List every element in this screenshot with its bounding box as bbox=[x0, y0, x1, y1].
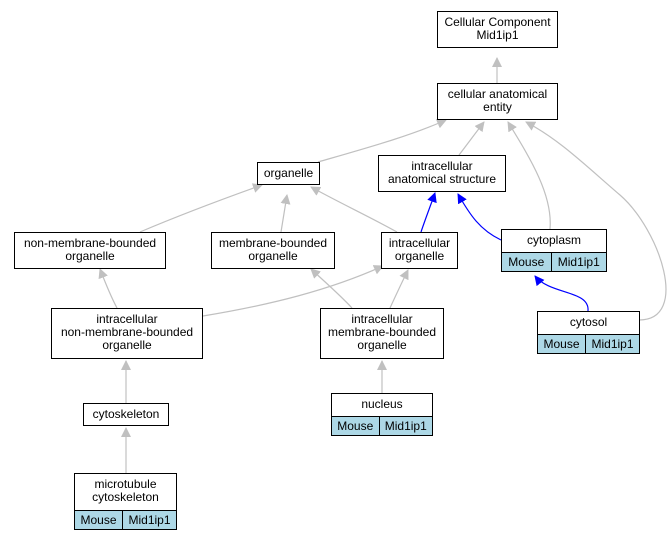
node-cytoskeleton[interactable]: cytoskeleton bbox=[83, 403, 169, 426]
node-non-membrane-bounded-organelle[interactable]: non-membrane-bounded organelle bbox=[14, 232, 166, 269]
edge-imbo-to-io bbox=[389, 269, 409, 309]
node-label-line1: cellular anatomical bbox=[447, 87, 548, 101]
edge-inmbo-to-io bbox=[202, 265, 384, 317]
node-label-line2: anatomical structure bbox=[387, 172, 497, 186]
annotation-row: Mouse Mid1ip1 bbox=[501, 252, 607, 272]
node-label-line2: membrane-bounded bbox=[327, 325, 437, 339]
edge-io-to-ias bbox=[420, 192, 437, 233]
node-label-line1: intracellular bbox=[96, 312, 158, 326]
node-label-line1: cytosol bbox=[569, 315, 608, 329]
annotation-row: Mouse Mid1ip1 bbox=[74, 510, 177, 530]
node-intracellular-organelle[interactable]: intracellular organelle bbox=[381, 232, 458, 269]
node-cytosol[interactable]: cytosol Mouse Mid1ip1 bbox=[537, 311, 640, 354]
node-label-line1: microtubule bbox=[94, 477, 157, 491]
node-intracellular-membrane-bounded-organelle[interactable]: intracellular membrane-bounded organelle bbox=[320, 308, 444, 359]
node-label-line1: membrane-bounded bbox=[218, 236, 328, 250]
edge-inmbo-to-nmbo bbox=[98, 268, 118, 309]
edge-cytosol-to-cytoplasm bbox=[534, 275, 589, 312]
species-cell: Mouse bbox=[332, 417, 379, 435]
annotation-row: Mouse Mid1ip1 bbox=[537, 334, 640, 354]
node-intracellular-non-membrane-bounded-organelle[interactable]: intracellular non-membrane-bounded organ… bbox=[51, 308, 203, 359]
node-membrane-bounded-organelle[interactable]: membrane-bounded organelle bbox=[211, 232, 335, 269]
edge-cytosol-to-cae bbox=[525, 121, 667, 321]
node-label-line2: non-membrane-bounded bbox=[60, 325, 194, 339]
gene-cell: Mid1ip1 bbox=[378, 417, 432, 435]
node-label-line1: intracellular bbox=[411, 159, 473, 173]
node-label-line1: Cellular Component bbox=[444, 15, 551, 29]
node-label-line1: cytoskeleton bbox=[92, 407, 160, 421]
edge-organelle-to-cae bbox=[317, 119, 447, 163]
gene-cell: Mid1ip1 bbox=[122, 511, 176, 529]
node-cellular-anatomical-entity[interactable]: cellular anatomical entity bbox=[437, 83, 558, 120]
node-label-line1: non-membrane-bounded bbox=[23, 236, 157, 250]
edge-io-to-organelle bbox=[310, 186, 398, 233]
edge-nmbo-to-organelle bbox=[139, 183, 263, 233]
node-cytoplasm[interactable]: cytoplasm Mouse Mid1ip1 bbox=[501, 229, 607, 272]
node-label-line2: organelle bbox=[65, 249, 115, 263]
species-cell: Mouse bbox=[75, 511, 122, 529]
edge-cytoplasm-to-cae bbox=[507, 121, 551, 230]
node-label-line2: entity bbox=[483, 100, 512, 114]
node-label-line1: intracellular bbox=[388, 236, 451, 250]
node-label-line1: intracellular bbox=[351, 312, 413, 326]
node-label-line2: Mid1ip1 bbox=[476, 28, 519, 42]
node-nucleus[interactable]: nucleus Mouse Mid1ip1 bbox=[331, 393, 433, 436]
node-label-line2: organelle bbox=[394, 249, 445, 263]
node-label-line1: nucleus bbox=[361, 397, 403, 411]
species-cell: Mouse bbox=[538, 335, 585, 353]
node-intracellular-anatomical-structure[interactable]: intracellular anatomical structure bbox=[378, 155, 506, 192]
edge-ias-to-cae bbox=[458, 121, 485, 156]
node-label-line2: organelle bbox=[248, 249, 298, 263]
edge-mbo-to-organelle bbox=[280, 194, 291, 233]
node-microtubule-cytoskeleton[interactable]: microtubule cytoskeleton Mouse Mid1ip1 bbox=[74, 473, 177, 530]
edge-cytoplasm-to-ias bbox=[457, 193, 502, 241]
node-label-line3: organelle bbox=[357, 338, 407, 352]
species-cell: Mouse bbox=[502, 253, 551, 271]
node-organelle[interactable]: organelle bbox=[257, 162, 320, 185]
node-label-line1: cytoplasm bbox=[526, 233, 582, 247]
edge-imbo-to-mbo bbox=[310, 268, 353, 309]
node-cellular-component-mid1ip1[interactable]: Cellular Component Mid1ip1 bbox=[437, 11, 558, 48]
node-label-line3: organelle bbox=[102, 338, 152, 352]
gene-cell: Mid1ip1 bbox=[585, 335, 639, 353]
annotation-row: Mouse Mid1ip1 bbox=[331, 416, 433, 436]
node-label-line2: cytoskeleton bbox=[92, 490, 159, 504]
gene-cell: Mid1ip1 bbox=[550, 253, 606, 271]
node-label-line1: organelle bbox=[263, 166, 314, 180]
